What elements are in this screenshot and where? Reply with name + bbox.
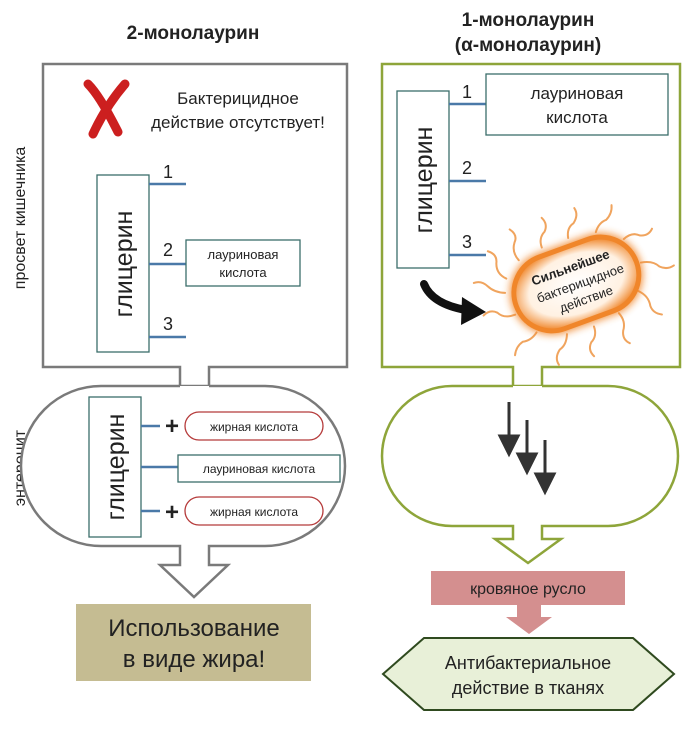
enterocyte-glycerol-box	[88, 396, 142, 538]
right-lauric-line1: лауриновая	[531, 84, 624, 103]
plus-icon-2: +	[165, 499, 179, 526]
outcome-right-hexagon	[381, 637, 676, 711]
enterocyte-glycerol-label: глицерин	[102, 414, 130, 521]
right-pos-1: 1	[462, 82, 472, 102]
right-glycerol-box	[396, 90, 450, 269]
outcome-left-line1: Использование	[108, 615, 280, 642]
left-lauric-line2: кислота	[219, 265, 267, 280]
outcome-left-box	[76, 604, 311, 681]
plus-icon-1: +	[165, 413, 179, 440]
right-pos-3: 3	[462, 232, 472, 252]
left-glycerol-label: глицерин	[110, 211, 138, 318]
lauric-acid-box-enterocyte	[177, 454, 341, 483]
fatty-acid-pill-1	[184, 411, 324, 441]
right-pos-2: 2	[462, 158, 472, 178]
fatty-acid-pill-2	[184, 496, 324, 526]
right-lauric-box	[485, 73, 669, 136]
left-lauric-box	[185, 239, 301, 287]
header-left: 2-монолаурин	[127, 23, 260, 44]
outcome-left-line2: в виде жира!	[123, 646, 265, 673]
left-glycerol-box	[96, 174, 150, 353]
fatty-acid-label-1: жирная кислота	[210, 420, 298, 434]
lauric-acid-label-enterocyte: лауриновая кислота	[203, 462, 316, 476]
curved-arrow-icon	[420, 280, 486, 325]
bacterium-icon	[472, 204, 675, 366]
header-right-line1: 1-монолаурин	[462, 10, 595, 31]
right-lauric-line2: кислота	[546, 108, 608, 127]
left-pos-2: 2	[163, 240, 173, 260]
red-x-icon	[83, 79, 130, 139]
down-arrows-icon	[497, 402, 557, 496]
right-glycerol-label: глицерин	[410, 127, 438, 234]
no-effect-line1: Бактерицидное	[177, 89, 299, 108]
bloodstream-label: кровяное русло	[470, 581, 586, 598]
header-right-line2: (α-монолаурин)	[455, 35, 601, 56]
outcome-right-line1: Антибактериальное	[445, 653, 611, 673]
fatty-acid-label-2: жирная кислота	[210, 505, 298, 519]
outcome-right-line2: действие в тканях	[452, 678, 604, 698]
left-pos-1: 1	[163, 162, 173, 182]
no-effect-line2: действие отсутствует!	[151, 113, 325, 132]
left-lauric-line1: лауриновая	[208, 247, 279, 262]
right-enterocyte-capsule	[380, 384, 680, 565]
side-label-lumen: просвет кишечника	[12, 147, 29, 290]
left-pos-3: 3	[163, 314, 173, 334]
bloodstream-block	[431, 571, 625, 634]
